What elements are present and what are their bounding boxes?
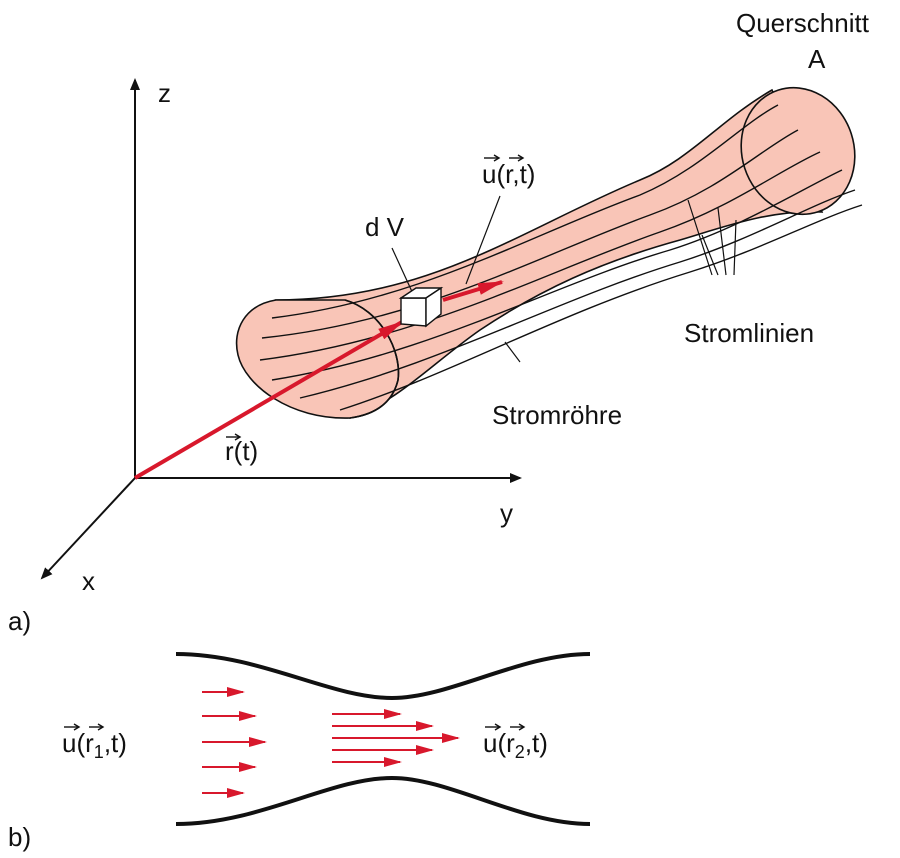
panel-a: z y x <box>8 8 870 636</box>
position-label: r(t) <box>225 433 258 466</box>
velocity-1-label: u(r1,t) <box>62 723 127 762</box>
streamlines-label: Stromlinien <box>684 318 814 348</box>
x-axis <box>40 477 136 580</box>
panel-a-label: a) <box>8 606 31 636</box>
cross-section-label-line1: Querschnitt <box>736 8 870 38</box>
svg-text:r(t): r(t) <box>225 436 258 466</box>
velocity-label: u(r,t) <box>482 154 535 189</box>
streamtube-leader <box>504 341 521 363</box>
velocity-2-label: u(r2,t) <box>483 723 548 762</box>
nozzle-lower-wall <box>175 775 591 826</box>
cross-section-label-line2: A <box>808 44 826 74</box>
volume-element-cube <box>398 286 444 328</box>
left-ellipse-rim <box>344 299 400 419</box>
x-axis-label: x <box>82 566 95 596</box>
streamtube-body <box>274 88 824 419</box>
streamline-leaders <box>687 199 737 276</box>
position-vector <box>133 320 404 480</box>
panel-b: u(r1,t) u(r2,t) b) <box>8 652 591 852</box>
svg-text:u(r,t): u(r,t) <box>482 159 535 189</box>
volume-element-label: d V <box>365 212 405 242</box>
nozzle-upper-wall <box>175 652 591 701</box>
y-axis-label: y <box>500 498 513 528</box>
panel-b-label: b) <box>8 822 31 852</box>
volume-leader <box>391 247 415 297</box>
cross-section-right <box>740 86 856 216</box>
z-axis-label: z <box>158 78 171 108</box>
velocity-leader <box>465 195 501 285</box>
inlet-velocity-arrows <box>202 687 267 798</box>
svg-text:u(r2,t): u(r2,t) <box>483 728 548 762</box>
throat-velocity-arrows <box>332 709 460 767</box>
svg-text:u(r1,t): u(r1,t) <box>62 728 127 762</box>
streamtube-label: Stromröhre <box>492 400 622 430</box>
velocity-vector <box>442 280 504 302</box>
